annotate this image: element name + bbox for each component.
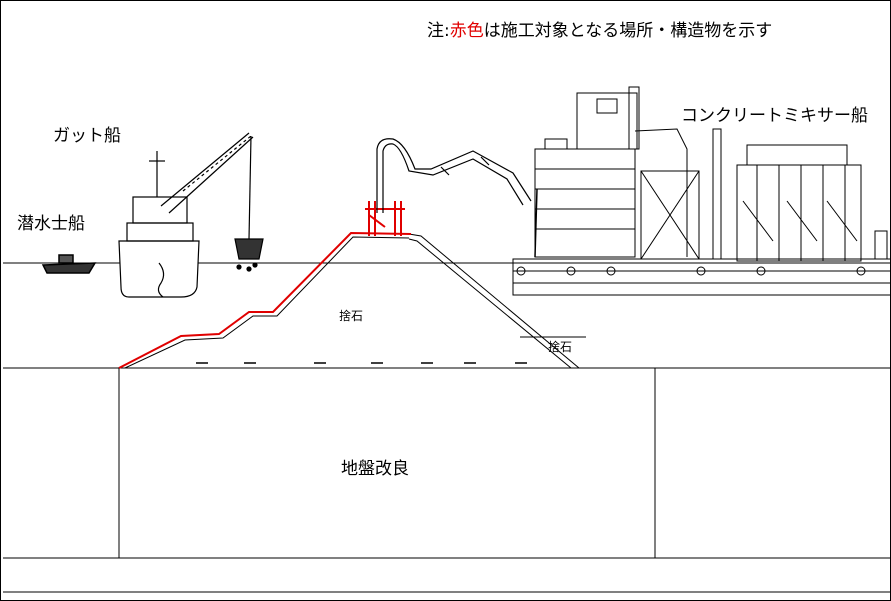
- ground-improvement-label: 地盤改良: [341, 459, 409, 479]
- mixer-ship-label: コンクリートミキサー船: [681, 106, 868, 126]
- concrete-mixer-ship: [512, 86, 890, 296]
- concrete-pump-boom: [376, 138, 532, 213]
- note-suffix: は施工対象となる場所・構造物を示す: [483, 21, 773, 41]
- slope-inner-line: [124, 236, 410, 369]
- construction-target-slope: [118, 231, 412, 369]
- gut-ship-label: ガット船: [53, 126, 121, 146]
- diver-ship-label: 潜水士船: [17, 214, 85, 234]
- gut-ship: [118, 132, 264, 298]
- diver-boat: [41, 254, 97, 274]
- rubble-center-label: 捨石: [339, 309, 364, 323]
- rubble-right-label: 捨石: [548, 340, 573, 354]
- crest-formwork: [365, 201, 405, 236]
- note-highlight: 赤色: [449, 21, 484, 41]
- note-prefix: 注:: [427, 21, 450, 41]
- legend-note: 注:赤色は施工対象となる場所・構造物を示す: [427, 23, 772, 40]
- rubble-mound: [127, 233, 586, 369]
